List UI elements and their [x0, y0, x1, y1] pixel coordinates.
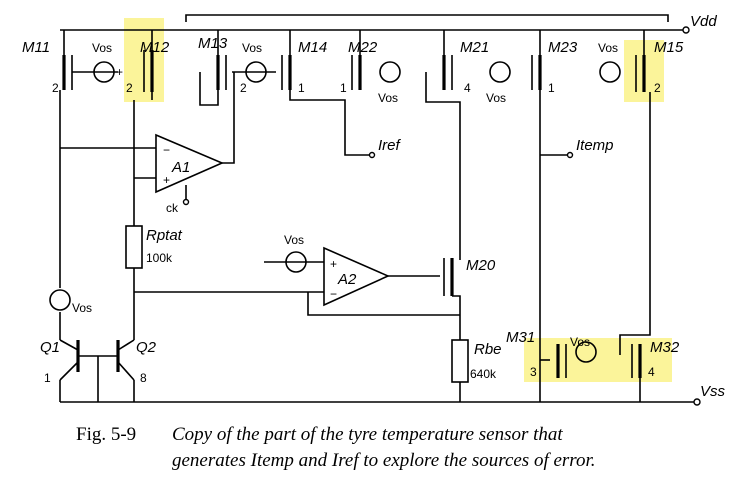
label-ck: ck — [166, 201, 179, 215]
label-q2: Q2 — [136, 339, 157, 356]
mult-m15: 2 — [654, 81, 661, 95]
transistor-m11 — [62, 30, 90, 90]
transistor-m20 — [443, 258, 461, 340]
label-m12: M12 — [140, 39, 170, 56]
mult-m32: 4 — [648, 365, 655, 379]
vos-label-1: Vos — [92, 41, 112, 55]
mult-m11: 2 — [52, 81, 59, 95]
label-vdd: Vdd — [690, 13, 717, 30]
transistor-m14 — [281, 30, 370, 156]
offset-source-m22-m21 — [379, 61, 401, 83]
label-m23: M23 — [548, 39, 578, 56]
figure-caption: Fig. 5-9 Copy of the part of the tyre tem… — [76, 422, 716, 474]
output-iref — [368, 151, 376, 159]
label-m32: M32 — [650, 339, 680, 356]
transistor-m21 — [425, 30, 461, 260]
a2-minus: − — [330, 287, 337, 301]
transistor-m15 — [619, 30, 651, 355]
vss-rail — [60, 398, 701, 406]
vos-label-8: Vos — [570, 335, 590, 349]
label-m31: M31 — [506, 329, 535, 346]
mult-m21: 4 — [464, 81, 471, 95]
transistor-m32 — [575, 341, 642, 402]
label-rptat: Rptat — [146, 227, 183, 244]
mult-q1: 1 — [44, 371, 51, 385]
label-m20: M20 — [466, 257, 496, 274]
vos-plus-1: + — [116, 65, 123, 79]
mult-m13: 2 — [240, 81, 247, 95]
label-m13: M13 — [198, 35, 228, 52]
mult-m14: 1 — [298, 81, 305, 95]
output-itemp — [540, 151, 574, 159]
vos-label-4: Vos — [486, 91, 506, 105]
label-m22: M22 — [348, 39, 378, 56]
mult-m22: 1 — [340, 81, 347, 95]
label-a2: A2 — [337, 271, 357, 288]
offset-source-m21-m23 — [489, 61, 511, 83]
vos-label-7: Vos — [72, 301, 92, 315]
opamp-a1 — [60, 72, 235, 206]
value-rptat: 100k — [146, 251, 173, 265]
label-m21: M21 — [460, 39, 489, 56]
vos-label-2: Vos — [242, 41, 262, 55]
mult-q2: 8 — [140, 371, 147, 385]
mult-m12: 2 — [126, 81, 133, 95]
resistor-rbe — [451, 339, 469, 402]
label-rbe: Rbe — [474, 341, 502, 358]
transistor-m23 — [531, 30, 542, 402]
label-m15: M15 — [654, 39, 684, 56]
opamp-a2 — [134, 246, 460, 316]
label-iref: Iref — [378, 137, 402, 154]
mult-m23: 1 — [548, 81, 555, 95]
circuit-schematic: Vdd Vss M11 M12 M13 M14 M22 M21 M23 M15 … — [22, 13, 726, 406]
mult-m31: 3 — [530, 365, 537, 379]
vos-label-5: Vos — [598, 41, 618, 55]
bjt-q1 — [49, 90, 80, 402]
bjt-q2 — [78, 339, 135, 402]
transistor-m22 — [351, 30, 362, 90]
a1-plus: + — [163, 173, 170, 187]
caption-line1: Copy of the part of the tyre temperature… — [172, 424, 563, 445]
offset-source-m11-m12 — [90, 61, 118, 83]
caption-number: Fig. 5-9 — [76, 424, 137, 445]
label-vss: Vss — [700, 383, 726, 400]
resistor-rptat — [125, 100, 143, 340]
label-a1: A1 — [171, 159, 190, 176]
a1-minus: − — [163, 143, 170, 157]
vos-label-6: Vos — [284, 233, 304, 247]
value-rbe: 640k — [470, 367, 497, 381]
label-m14: M14 — [298, 39, 327, 56]
label-m11: M11 — [22, 39, 50, 56]
offset-source-m15 — [599, 61, 621, 83]
vos-label-3: Vos — [378, 91, 398, 105]
transistor-m12 — [143, 30, 154, 100]
vos-minus-1: − — [86, 65, 93, 79]
a2-plus: + — [330, 257, 337, 271]
vdd-rail — [60, 14, 690, 34]
label-itemp: Itemp — [576, 137, 614, 154]
offset-source-m13-m14 — [232, 61, 276, 83]
transistor-m31 — [540, 344, 567, 378]
caption-line2: generates Itemp and Iref to explore the … — [172, 450, 596, 471]
transistor-m13 — [199, 30, 227, 106]
label-q1: Q1 — [40, 339, 60, 356]
